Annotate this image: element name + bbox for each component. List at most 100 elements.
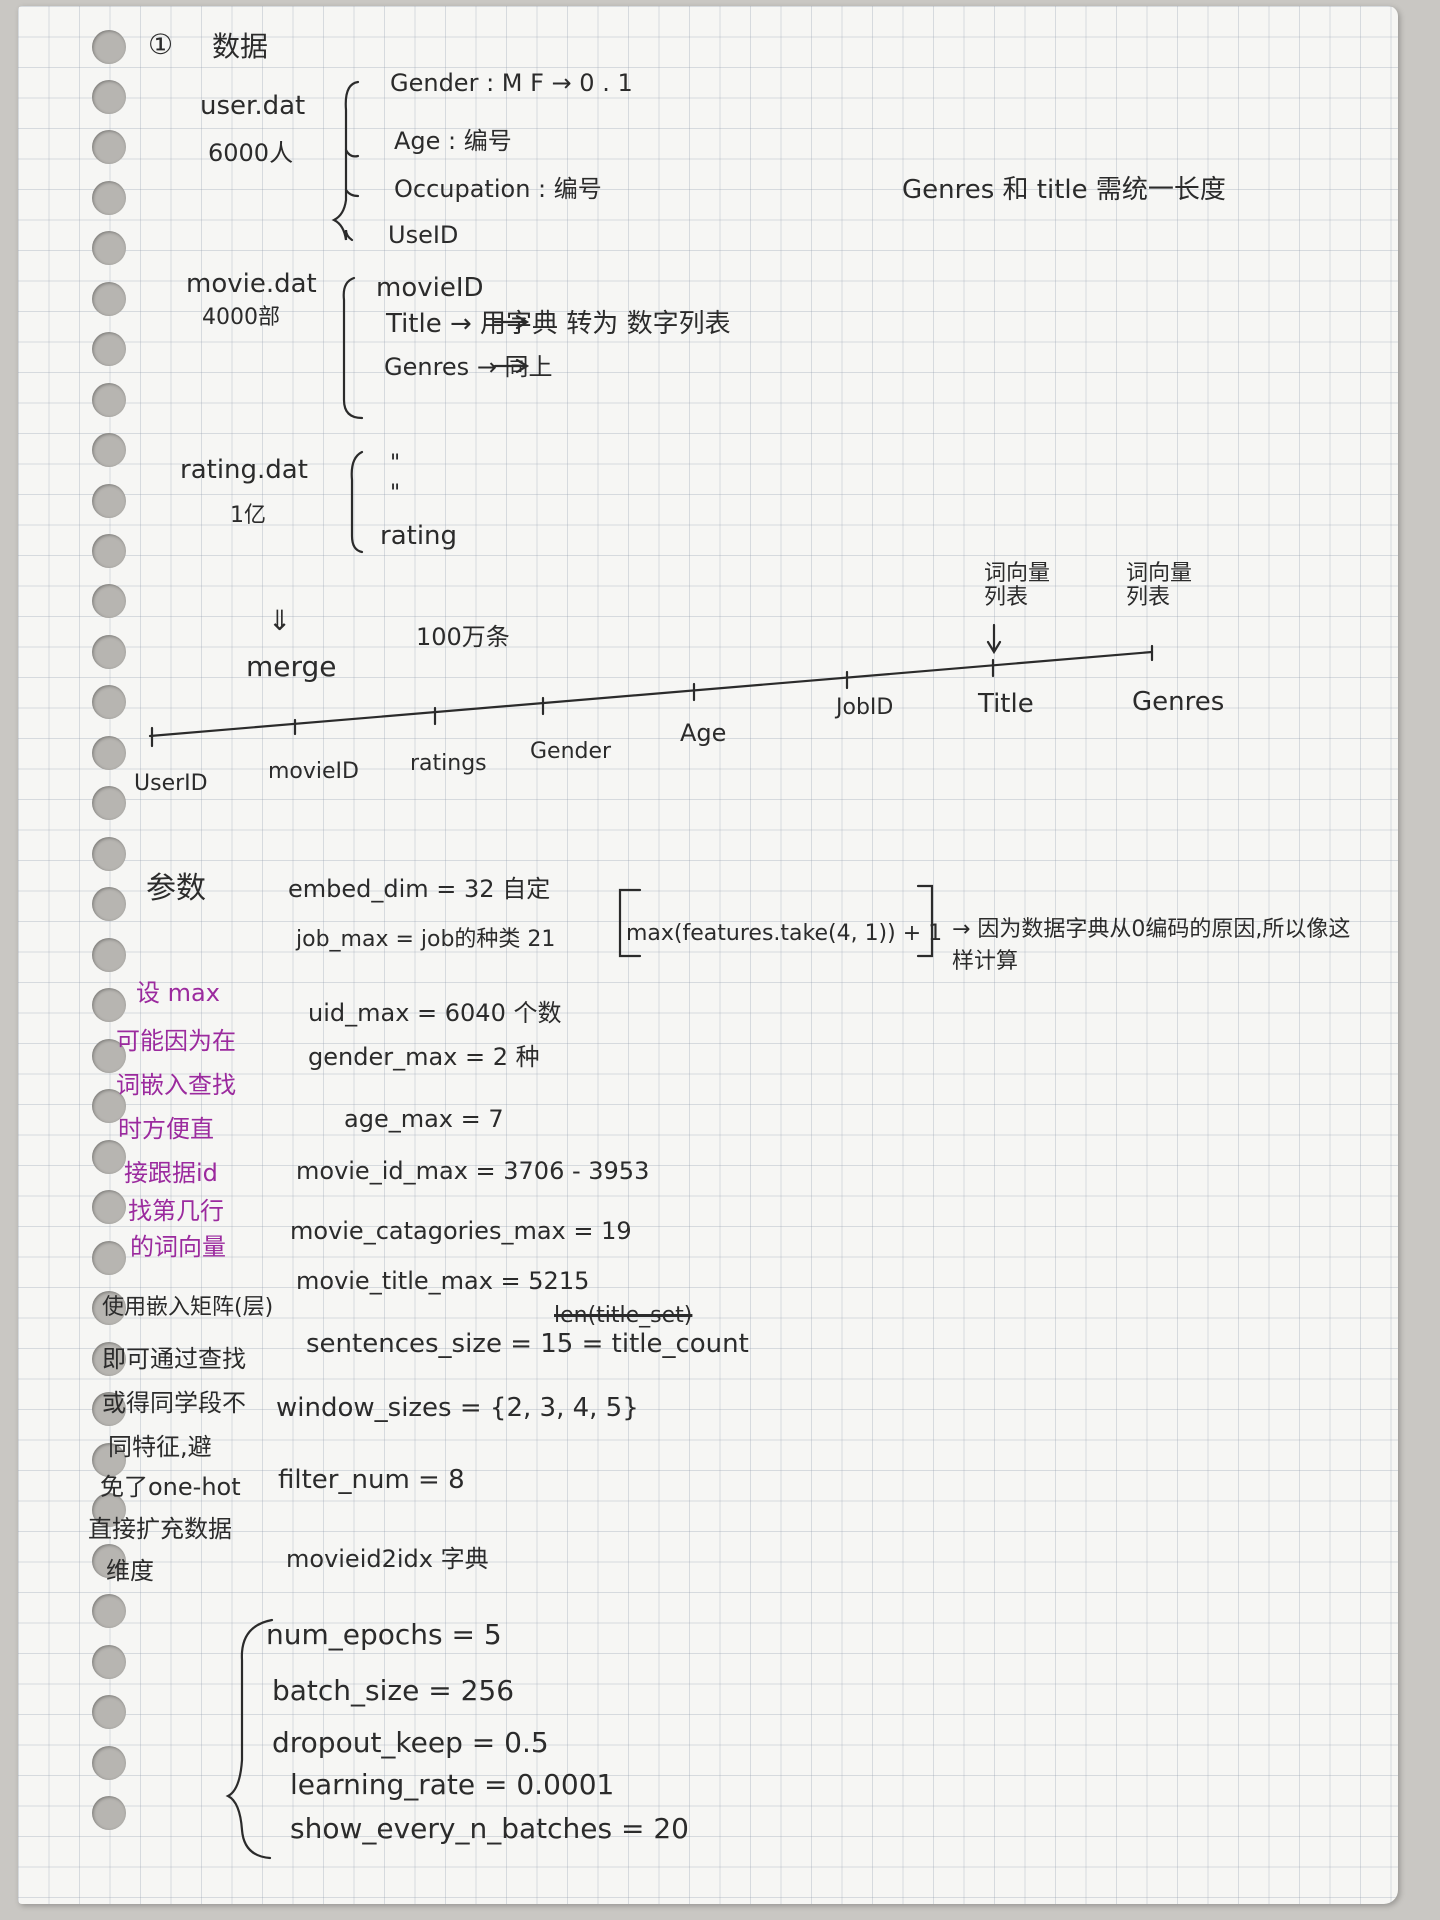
training-line: learning_rate = 0.0001 <box>290 1768 615 1801</box>
binder-hole <box>92 1443 126 1477</box>
binder-hole <box>92 181 126 215</box>
param-line: movie_title_max = 5215 <box>296 1267 590 1295</box>
binder-hole <box>92 1695 126 1729</box>
axis-label-jobid: JobID <box>836 695 894 720</box>
black-note-line: 使用嵌入矩阵(层) <box>102 1295 274 1320</box>
movie-field: movieID <box>376 273 484 303</box>
section-number: ① <box>148 28 174 61</box>
purple-note-line: 设 max <box>136 979 220 1007</box>
notebook-page <box>18 6 1398 1904</box>
training-line: show_every_n_batches = 20 <box>290 1812 689 1845</box>
side-note: Genres 和 title 需统一长度 <box>902 175 1226 205</box>
param-line: movie_id_max = 3706 - 3953 <box>296 1157 650 1185</box>
binder-hole <box>92 1392 126 1426</box>
user-field: UseID <box>388 221 459 249</box>
binder-hole <box>92 484 126 518</box>
binder-hole <box>92 80 126 114</box>
param-line: job_max = job的种类 21 <box>296 927 556 952</box>
binder-hole <box>92 887 126 921</box>
axis-label-movieid: movieID <box>268 759 359 784</box>
black-note-line: 维度 <box>106 1557 154 1585</box>
user-field: Age : 编号 <box>394 127 512 155</box>
movie-file: movie.dat <box>186 269 317 299</box>
binder-hole <box>92 1241 126 1275</box>
binder-hole <box>92 584 126 618</box>
movie-field: Title → 用字典 转为 数字列表 <box>386 309 731 339</box>
training-line: num_epochs = 5 <box>266 1618 502 1651</box>
binder-hole <box>92 1544 126 1578</box>
param-line: uid_max = 6040 个数 <box>308 999 562 1027</box>
user-field: Gender : M F → 0 . 1 <box>390 69 633 97</box>
purple-note-line: 接跟据id <box>124 1159 218 1187</box>
black-note-line: 直接扩充数据 <box>88 1515 232 1543</box>
training-line: batch_size = 256 <box>272 1674 515 1707</box>
binder-hole <box>92 1291 126 1325</box>
purple-note-line: 词嵌入查找 <box>116 1071 236 1099</box>
binder-hole <box>92 1140 126 1174</box>
genres-note: 词向量 列表 <box>1126 561 1193 611</box>
purple-note-line: 时方便直 <box>118 1115 214 1143</box>
param-line: sentences_size = 15 = title_count <box>306 1329 749 1359</box>
binder-hole <box>92 1342 126 1376</box>
training-line: dropout_keep = 0.5 <box>272 1726 549 1759</box>
purple-note-line: 的词向量 <box>130 1233 226 1261</box>
param-line: filter_num = 8 <box>278 1465 465 1495</box>
binder-hole <box>92 130 126 164</box>
binder-hole <box>92 383 126 417</box>
binder-hole <box>92 534 126 568</box>
binder-hole <box>92 786 126 820</box>
merge-arrow: ⇓ <box>268 604 292 637</box>
axis-label-title: Title <box>978 689 1034 719</box>
binder-hole <box>92 685 126 719</box>
binder-hole <box>92 1594 126 1628</box>
axis-label-ratings: ratings <box>410 751 487 776</box>
rating-count: 1亿 <box>230 503 266 528</box>
user-file: user.dat <box>200 91 306 121</box>
merge-label: merge <box>246 650 337 683</box>
binder-hole <box>92 1089 126 1123</box>
axis-label-genres: Genres <box>1132 687 1225 717</box>
section-title: 数据 <box>212 30 269 63</box>
binder-hole <box>92 1493 126 1527</box>
param-line: movieid2idx 字典 <box>286 1545 489 1573</box>
axis-label-age: Age <box>680 719 727 747</box>
binder-hole <box>92 837 126 871</box>
binder-hole <box>92 1796 126 1830</box>
user-field: Occupation : 编号 <box>394 175 602 203</box>
user-count: 6000人 <box>208 139 294 167</box>
binder-hole <box>92 30 126 64</box>
rating-file: rating.dat <box>180 455 308 485</box>
param-line: gender_max = 2 种 <box>308 1043 540 1071</box>
param-line: movie_catagories_max = 19 <box>290 1217 632 1245</box>
param-line: window_sizes = {2, 3, 4, 5} <box>276 1393 639 1423</box>
rating-field: " <box>390 481 401 506</box>
merge-rows: 100万条 <box>416 623 510 651</box>
rating-field: rating <box>380 521 458 551</box>
job-formula: max(features.take(4, 1)) + 1 <box>626 921 943 946</box>
param-line: age_max = 7 <box>344 1105 504 1133</box>
job-note: → 因为数据字典从0编码的原因,所以像这样计算 <box>952 917 1351 974</box>
binder-hole <box>92 1645 126 1679</box>
struck-text: len(title_set) <box>554 1303 693 1328</box>
binder-hole <box>92 1190 126 1224</box>
binder-hole <box>92 988 126 1022</box>
movie-count: 4000部 <box>202 305 280 330</box>
black-note-line: 或得同学段不 <box>102 1389 246 1417</box>
black-note-line: 免了one-hot <box>100 1473 241 1501</box>
black-note-line: 即可通过查找 <box>102 1345 246 1373</box>
black-note-line: 同特征,避 <box>108 1433 212 1461</box>
axis-label-gender: Gender <box>530 739 612 764</box>
param-line: embed_dim = 32 自定 <box>288 875 551 903</box>
binder-hole <box>92 938 126 972</box>
purple-note-line: 找第几行 <box>128 1197 224 1225</box>
binder-hole <box>92 1746 126 1780</box>
axis-label-userid: UserID <box>134 771 208 796</box>
rating-field: " <box>390 451 401 476</box>
title-note: 词向量 列表 <box>984 561 1051 611</box>
movie-field: Genres → 同上 <box>384 353 553 381</box>
binder-hole <box>92 433 126 467</box>
binder-hole <box>92 231 126 265</box>
binder-hole <box>92 1039 126 1073</box>
binder-hole <box>92 282 126 316</box>
binder-hole <box>92 332 126 366</box>
